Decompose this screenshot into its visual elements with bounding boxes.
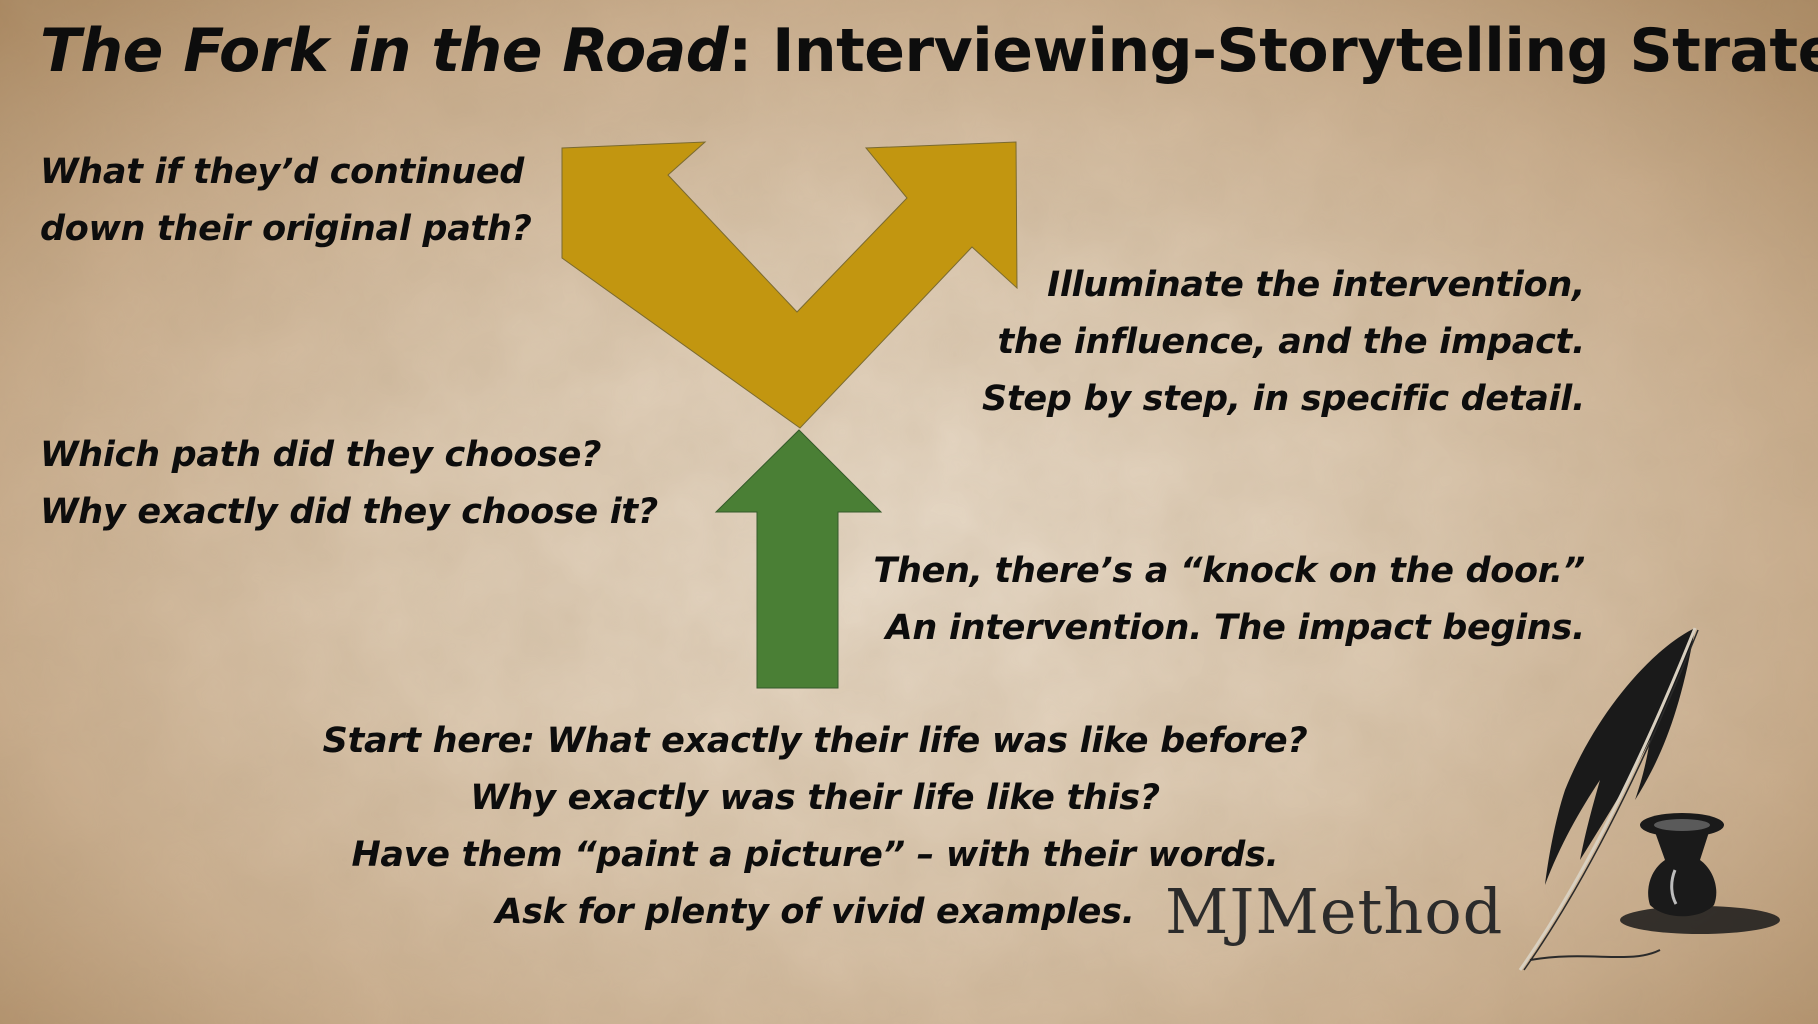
note-line: An intervention. The impact begins. [885,608,1586,648]
note-line: the influence, and the impact. [997,322,1585,362]
quill-shaft [1518,627,1697,971]
note-bottom: Start here: What exactly their life was … [290,713,1340,941]
note-line: Ask for plenty of vivid examples. [495,892,1135,932]
quill-feather [1545,628,1695,885]
inkwell-highlight [1670,869,1678,905]
note-line: Step by step, in specific detail. [982,379,1585,419]
ink-swirl [1529,949,1661,961]
note-line: Then, there’s a “knock on the door.” [873,551,1585,591]
page-title: The Fork in the Road: Interviewing-Story… [40,16,1818,86]
note-right-upper: Illuminate the intervention, the influen… [982,257,1585,428]
title-italic: The Fork in the Road [40,16,729,86]
note-line: Illuminate the intervention, [1047,265,1585,305]
note-right-lower: Then, there’s a “knock on the door.” An … [873,543,1585,657]
fork-arrow-icon [561,141,1018,429]
up-arrow-icon [714,429,883,689]
title-rest: : Interviewing-Storytelling Strategy [728,16,1818,86]
note-line: Why exactly did they choose it? [40,492,658,532]
note-line: Why exactly was their life like this? [470,778,1160,818]
note-line: down their original path? [40,209,532,249]
inkwell-top-highlight [1654,819,1710,831]
note-line: Have them “paint a picture” – with their… [351,835,1279,875]
brand-logo: MJMethod [1165,875,1504,948]
note-line: Which path did they choose? [40,435,602,475]
inkwell-body [1648,832,1717,917]
note-line: What if they’d continued [40,152,525,192]
quill-shaft-edge [1523,629,1699,971]
quill-inkwell-icon [1518,627,1780,971]
note-top-left: What if they’d continued down their orig… [40,144,532,258]
note-line: Start here: What exactly their life was … [322,721,1308,761]
note-middle-left: Which path did they choose? Why exactly … [40,427,658,541]
ink-puddle [1620,906,1780,934]
